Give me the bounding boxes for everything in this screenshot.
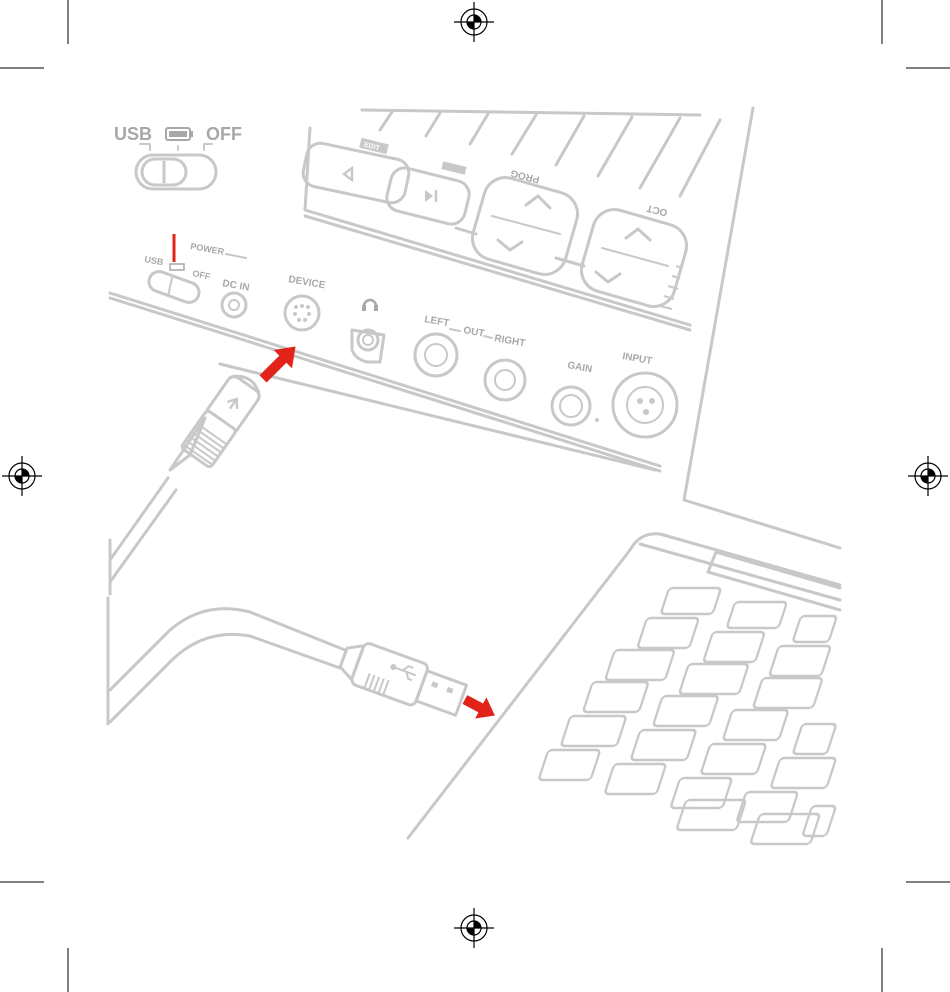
laptop-key (802, 806, 836, 836)
laptop-key (637, 618, 699, 648)
left-out-jack (415, 334, 457, 376)
registration-mark-right (908, 456, 948, 496)
registration-mark-left (2, 456, 42, 496)
laptop-key (539, 750, 601, 780)
dc-in-jack (222, 293, 246, 317)
out-label: OUT (462, 325, 485, 339)
laptop-key (583, 682, 649, 712)
right-out-jack (485, 360, 525, 400)
laptop-key (793, 616, 837, 642)
laptop-key (676, 800, 746, 830)
keyboard-controller: EDIT PROG OCT (301, 110, 720, 330)
laptop-key (653, 696, 719, 726)
laptop-key (753, 678, 823, 708)
laptop-key (723, 710, 789, 740)
inset-usb-label: USB (114, 124, 152, 144)
laptop-keyboard (539, 588, 837, 844)
laptop-key (605, 650, 675, 680)
laptop-key (750, 814, 820, 844)
right-label: RIGHT (493, 333, 526, 349)
device-label: DEVICE (287, 274, 326, 291)
laptop-key (701, 744, 767, 774)
registration-mark-bottom (454, 908, 494, 948)
headphones-icon (362, 300, 378, 311)
laptop-key (670, 778, 732, 808)
power-label: POWER (190, 241, 226, 257)
left-label: LEFT (423, 314, 450, 329)
gain-knob (552, 387, 590, 425)
laptop-key (727, 602, 787, 628)
laptop-key (771, 758, 837, 788)
gain-label: GAIN (566, 360, 593, 375)
laptop-key (703, 632, 765, 662)
laptop (408, 108, 840, 838)
laptop-key (679, 664, 749, 694)
usb-icon (389, 661, 418, 681)
piano-keys (362, 110, 720, 196)
battery-icon (166, 128, 193, 140)
switch-off-label: OFF (192, 268, 212, 282)
insert-arrow-usb (459, 689, 500, 726)
device-port (285, 296, 319, 330)
input-combo-jack (613, 373, 677, 437)
laptop-key (793, 724, 837, 754)
laptop-key (769, 646, 831, 676)
registration-mark-top (454, 2, 494, 42)
din-cable (110, 370, 265, 594)
usb-cable (108, 598, 469, 724)
laptop-key (631, 730, 697, 760)
laptop-key (561, 716, 627, 746)
switch-usb-label: USB (144, 254, 165, 267)
laptop-screen (684, 108, 840, 548)
laptop-key (661, 588, 721, 614)
oct-label: OCT (646, 202, 669, 218)
laptop-key (736, 792, 798, 822)
power-switch-inset: USB OFF (114, 124, 242, 189)
input-label: INPUT (621, 351, 652, 367)
inset-off-label: OFF (206, 124, 242, 144)
laptop-key (604, 764, 666, 794)
dc-in-label: DC IN (221, 278, 250, 294)
